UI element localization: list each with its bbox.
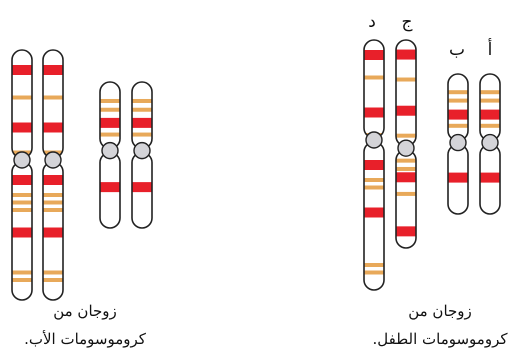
- red-band: [43, 227, 63, 238]
- orange-band: [100, 132, 120, 137]
- orange-band: [12, 270, 32, 275]
- orange-band: [364, 185, 384, 190]
- orange-band: [364, 270, 384, 275]
- centromere: [101, 141, 119, 160]
- orange-band: [43, 193, 63, 197]
- orange-band: [12, 208, 32, 212]
- orange-band: [132, 132, 152, 137]
- centromere: [481, 133, 499, 152]
- orange-band: [43, 270, 63, 275]
- orange-band: [396, 77, 416, 82]
- orange-band: [480, 90, 500, 95]
- red-band: [396, 105, 416, 116]
- father-caption-line2: كروموسومات الأب.: [24, 330, 146, 348]
- centromere: [44, 151, 62, 169]
- child-chromosome-group: [363, 39, 501, 291]
- orange-band: [448, 90, 468, 95]
- child-chromosome-a: [479, 73, 501, 215]
- red-band: [12, 65, 32, 75]
- red-band: [480, 109, 500, 120]
- orange-band: [480, 98, 500, 103]
- red-band: [364, 160, 384, 170]
- father-chromosome-group: [11, 49, 153, 301]
- orange-band: [364, 263, 384, 267]
- red-band: [43, 65, 63, 75]
- red-band: [396, 49, 416, 60]
- orange-band: [43, 200, 63, 205]
- red-band: [396, 172, 416, 183]
- orange-band: [448, 123, 468, 128]
- orange-band: [364, 178, 384, 182]
- child-caption: زوجان من كروموسومات الطفل.: [355, 300, 521, 350]
- father-chromosome-long-1: [11, 49, 33, 301]
- centromere: [13, 151, 31, 169]
- orange-band: [132, 107, 152, 112]
- child-chromosome-j: [395, 39, 417, 249]
- red-band: [364, 50, 384, 60]
- child-caption-line2: كروموسومات الطفل.: [372, 330, 508, 348]
- red-band: [12, 122, 32, 133]
- orange-band: [396, 191, 416, 196]
- red-band: [480, 172, 500, 183]
- orange-band: [100, 98, 120, 103]
- orange-band: [43, 278, 63, 282]
- orange-band: [12, 278, 32, 282]
- father-chromosome-short-2: [131, 81, 153, 229]
- orange-band: [448, 98, 468, 103]
- orange-band: [396, 166, 416, 171]
- red-band: [132, 117, 152, 128]
- orange-band: [100, 107, 120, 112]
- red-band: [448, 109, 468, 120]
- centromere: [397, 139, 415, 157]
- orange-band: [396, 158, 416, 163]
- child-chromosome-b: [447, 73, 469, 215]
- red-band: [12, 175, 32, 185]
- father-caption: زوجان من كروموسومات الأب.: [10, 300, 160, 350]
- red-band: [396, 226, 416, 237]
- orange-band: [364, 75, 384, 80]
- label-chromosome-d: د: [368, 12, 376, 32]
- father-chromosome-long-2: [42, 49, 64, 301]
- red-band: [364, 207, 384, 218]
- label-chromosome-a: أ: [487, 40, 493, 60]
- father-caption-line1: زوجان من: [53, 302, 117, 320]
- orange-band: [12, 193, 32, 197]
- centromere: [449, 133, 467, 152]
- orange-band: [12, 95, 32, 100]
- red-band: [364, 107, 384, 118]
- child-chromosome-d: [363, 39, 385, 291]
- red-band: [132, 182, 152, 193]
- father-chromosome-short-1: [99, 81, 121, 229]
- red-band: [100, 117, 120, 128]
- orange-band: [12, 200, 32, 205]
- orange-band: [480, 123, 500, 128]
- label-chromosome-j: ج: [401, 12, 413, 32]
- label-chromosome-b: ب: [448, 40, 465, 60]
- child-caption-line1: زوجان من: [408, 302, 472, 320]
- centromere: [365, 131, 383, 149]
- red-band: [12, 227, 32, 238]
- red-band: [448, 172, 468, 183]
- red-band: [43, 122, 63, 133]
- orange-band: [43, 95, 63, 100]
- red-band: [43, 175, 63, 185]
- red-band: [100, 182, 120, 193]
- centromere: [133, 141, 151, 160]
- orange-band: [132, 98, 152, 103]
- orange-band: [396, 133, 416, 138]
- orange-band: [43, 208, 63, 212]
